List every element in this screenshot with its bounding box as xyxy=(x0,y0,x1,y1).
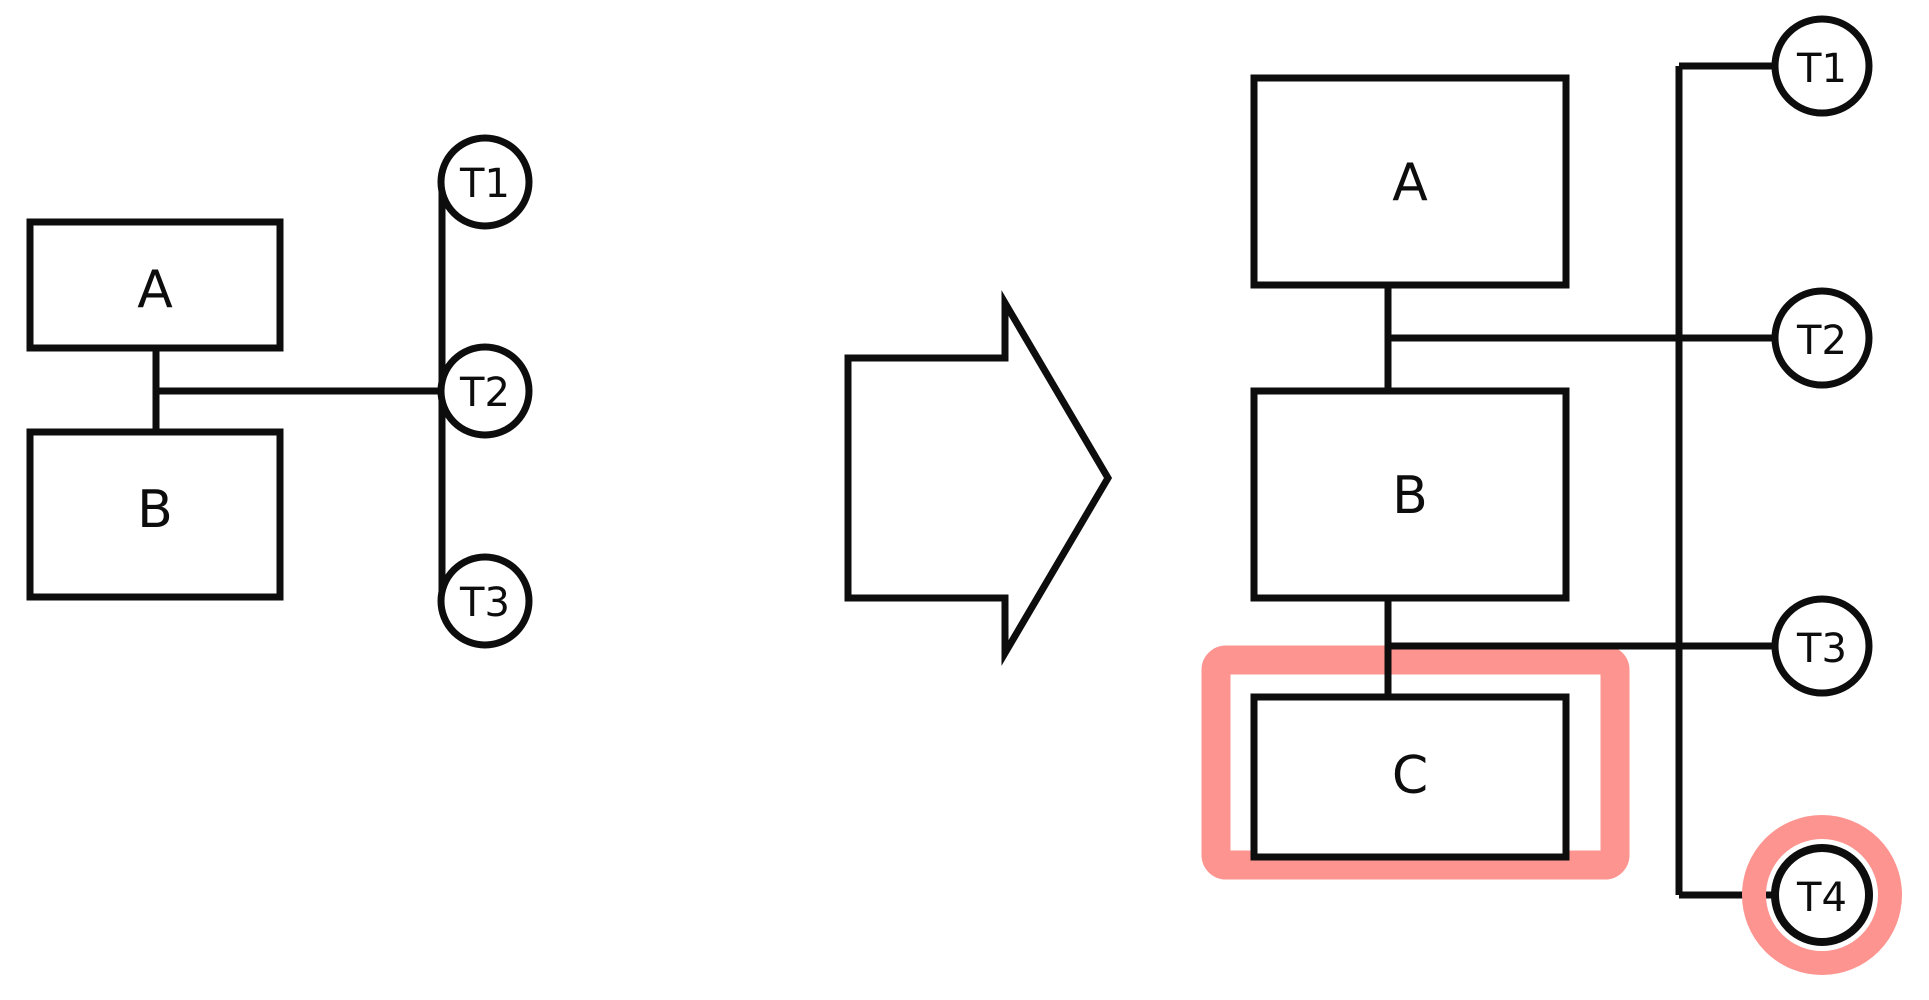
terminal-t2-label: T2 xyxy=(459,370,510,416)
terminal-t1[interactable]: T1 xyxy=(437,134,533,230)
after-terminal-t1-label: T1 xyxy=(1796,46,1847,92)
after-terminal-t4[interactable]: T4 xyxy=(1742,815,1902,975)
before-panel: A B xyxy=(26,134,533,649)
right-arrow-icon xyxy=(844,290,1113,666)
after-block-b[interactable]: B xyxy=(1250,387,1570,602)
block-b[interactable]: B xyxy=(26,428,284,601)
after-terminal-t1[interactable]: T1 xyxy=(1771,15,1873,117)
after-terminal-t3-label: T3 xyxy=(1796,626,1847,672)
block-b-rect[interactable] xyxy=(26,428,284,601)
after-terminal-t4-circle[interactable] xyxy=(1771,844,1873,946)
block-a-label: A xyxy=(137,260,173,320)
terminal-t2[interactable]: T2 xyxy=(437,343,533,439)
after-block-c-rect[interactable] xyxy=(1250,693,1570,861)
after-block-a-rect[interactable] xyxy=(1250,74,1570,289)
after-block-c-label: C xyxy=(1392,746,1428,806)
after-terminal-t4-label: T4 xyxy=(1796,875,1847,921)
after-terminal-t4-highlight-ring xyxy=(1742,815,1902,975)
terminal-t3[interactable]: T3 xyxy=(437,553,533,649)
terminal-t1-circle[interactable] xyxy=(437,134,533,230)
after-block-b-label: B xyxy=(1392,466,1428,526)
after-block-b-rect[interactable] xyxy=(1250,387,1570,602)
after-terminal-t3[interactable]: T3 xyxy=(1771,595,1873,697)
after-terminal-t2-label: T2 xyxy=(1796,318,1847,364)
right-arrow-shape xyxy=(844,290,1113,666)
after-panel: A B C xyxy=(1201,15,1902,975)
after-block-a[interactable]: A xyxy=(1250,74,1570,289)
after-block-a-label: A xyxy=(1392,153,1428,213)
block-c-highlight-frame xyxy=(1201,645,1630,880)
terminal-t3-circle[interactable] xyxy=(437,553,533,649)
after-terminal-t3-circle[interactable] xyxy=(1771,595,1873,697)
terminal-t3-label: T3 xyxy=(459,580,510,626)
terminal-t2-circle[interactable] xyxy=(437,343,533,439)
after-terminal-t2[interactable]: T2 xyxy=(1771,287,1873,389)
terminal-t1-label: T1 xyxy=(459,161,510,207)
block-a[interactable]: A xyxy=(26,218,284,352)
block-b-label: B xyxy=(137,480,173,540)
after-block-c[interactable]: C xyxy=(1250,693,1570,861)
after-terminal-t2-circle[interactable] xyxy=(1771,287,1873,389)
after-terminal-t1-circle[interactable] xyxy=(1771,15,1873,117)
